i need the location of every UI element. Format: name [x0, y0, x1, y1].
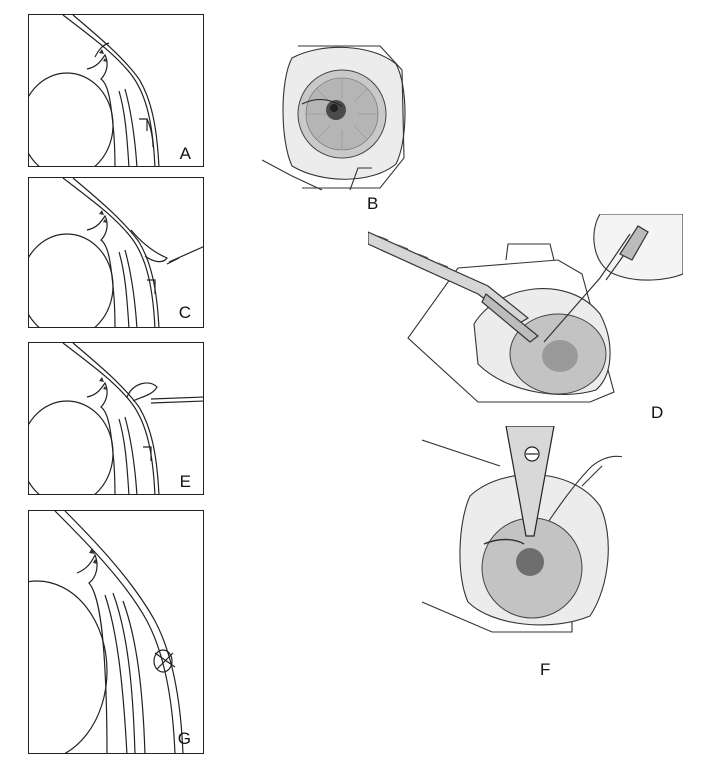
- forceps-cannula-illustration-d: [368, 214, 683, 403]
- panel-label-a: A: [179, 144, 191, 163]
- eye-cross-section-a: [29, 15, 160, 166]
- needle-holder-suture-illustration-f: [422, 426, 622, 633]
- eye-cross-section-c: [29, 178, 203, 327]
- panel-c: C: [28, 177, 204, 328]
- panel-label-d: D: [651, 403, 664, 422]
- panel-label-g: G: [177, 729, 191, 748]
- surgical-view-b: B: [262, 40, 412, 215]
- panel-label-b: B: [367, 194, 379, 213]
- panel-label-c: C: [178, 303, 191, 322]
- panel-label-e: E: [179, 472, 191, 491]
- eye-cross-section-g: [29, 511, 184, 753]
- eye-cross-section-e: [29, 343, 203, 494]
- surgical-view-d: D: [368, 214, 683, 424]
- panel-a: A: [28, 14, 204, 167]
- panel-g: G: [28, 510, 204, 754]
- panel-label-f: F: [540, 660, 551, 679]
- surgical-view-f: F: [422, 426, 622, 680]
- panel-e: E: [28, 342, 204, 495]
- eye-speculum-illustration-b: [262, 45, 406, 191]
